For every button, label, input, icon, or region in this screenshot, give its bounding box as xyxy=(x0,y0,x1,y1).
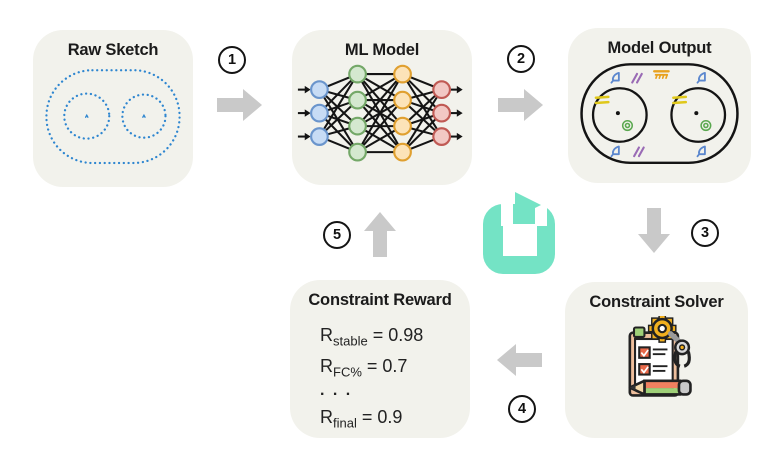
nn-node xyxy=(310,103,329,123)
model-output-card: Model Output xyxy=(568,28,751,183)
equal-constraint-icon xyxy=(672,95,688,105)
raw-sketch-drawing xyxy=(45,69,181,165)
perpendicular-constraint-icon xyxy=(696,72,706,84)
nn-node xyxy=(348,64,367,84)
nn-node xyxy=(348,142,367,162)
output-right-circle xyxy=(670,87,727,143)
reward-final: Rfinal = 0.9 xyxy=(320,407,403,431)
constraint-solver-card: Constraint Solver xyxy=(565,282,748,438)
flow-arrow-left-icon xyxy=(497,344,542,376)
nn-output-arrowhead xyxy=(456,85,463,94)
nn-edge xyxy=(356,73,404,127)
sketch-left-circle xyxy=(63,92,111,140)
reward-list: Rstable = 0.98 RFC% = 0.7 . . . Rfinal =… xyxy=(290,312,470,431)
nn-edge xyxy=(401,89,443,153)
model-output-drawing xyxy=(580,63,739,165)
nn-edge xyxy=(356,99,404,153)
raw-sketch-title: Raw Sketch xyxy=(67,41,159,59)
output-stadium-outline xyxy=(580,63,739,165)
sketch-right-circle xyxy=(121,93,167,139)
parallel-constraint-icon xyxy=(633,146,645,158)
constraint-solver-title: Constraint Solver xyxy=(589,293,724,311)
step-5-badge: 5 xyxy=(323,221,351,249)
nn-node xyxy=(310,80,329,100)
nn-edge xyxy=(356,73,404,153)
nn-node xyxy=(432,103,452,123)
pencil-icon xyxy=(628,379,692,396)
perpendicular-constraint-icon xyxy=(696,145,706,158)
center-point-dot xyxy=(694,111,699,116)
step-2-badge: 2 xyxy=(507,45,535,73)
nn-node xyxy=(348,90,367,110)
neural-network xyxy=(297,64,463,162)
nn-node xyxy=(432,127,452,146)
nn-node xyxy=(393,90,412,110)
flow-arrow-down-icon xyxy=(638,208,670,253)
equal-constraint-icon xyxy=(594,95,610,105)
perpendicular-constraint-icon xyxy=(610,145,620,158)
output-left-circle xyxy=(591,87,648,143)
clipboard-gear-robot-pencil-icon xyxy=(628,316,692,397)
reward-stable: Rstable = 0.98 xyxy=(320,325,424,349)
parallel-constraint-icon xyxy=(631,72,643,84)
nn-node xyxy=(310,127,329,146)
nn-input-arrowhead xyxy=(304,132,311,141)
repeat-loop-icon xyxy=(483,192,555,274)
nn-edge xyxy=(318,89,359,153)
sketch-left-center-mark xyxy=(84,113,89,118)
flow-arrow-right-icon xyxy=(498,89,543,121)
nn-node xyxy=(432,80,452,100)
flow-arrow-up-icon xyxy=(364,212,396,257)
nn-node xyxy=(393,116,412,136)
ml-model-title: ML Model xyxy=(344,41,420,59)
perpendicular-constraint-icon xyxy=(610,72,620,84)
step-1-badge: 1 xyxy=(218,46,246,74)
nn-node xyxy=(348,116,367,136)
nn-output-arrowhead xyxy=(456,132,463,141)
sketch-right-center-mark xyxy=(142,113,146,118)
nn-input-arrowhead xyxy=(304,109,311,117)
nn-input-arrowhead xyxy=(304,85,311,94)
nn-node xyxy=(393,64,412,84)
step-3-badge: 3 xyxy=(691,219,719,247)
robot-arm-icon xyxy=(667,331,691,368)
flow-arrow-right-icon xyxy=(217,89,262,121)
nn-edge xyxy=(401,73,443,138)
ml-model-card: ML Model xyxy=(292,30,472,185)
fix-constraint-icon xyxy=(653,70,670,79)
concentric-constraint-icon xyxy=(621,119,634,132)
model-output-title: Model Output xyxy=(607,39,712,57)
constraint-reward-card: Constraint Reward Rstable = 0.98 RFC% = … xyxy=(290,280,470,438)
step-4-badge: 4 xyxy=(508,395,536,423)
nn-output-arrowhead xyxy=(456,109,463,117)
constraint-reward-title: Constraint Reward xyxy=(308,291,452,309)
nn-node xyxy=(393,142,412,162)
raw-sketch-card: Raw Sketch xyxy=(33,30,193,187)
sketch-stadium-outline xyxy=(45,69,181,165)
reward-ellipsis: . . . xyxy=(320,382,353,400)
center-point-dot xyxy=(615,111,620,116)
nn-edge xyxy=(318,73,359,138)
concentric-constraint-icon xyxy=(700,119,712,132)
reward-fc: RFC% = 0.7 xyxy=(320,355,408,380)
